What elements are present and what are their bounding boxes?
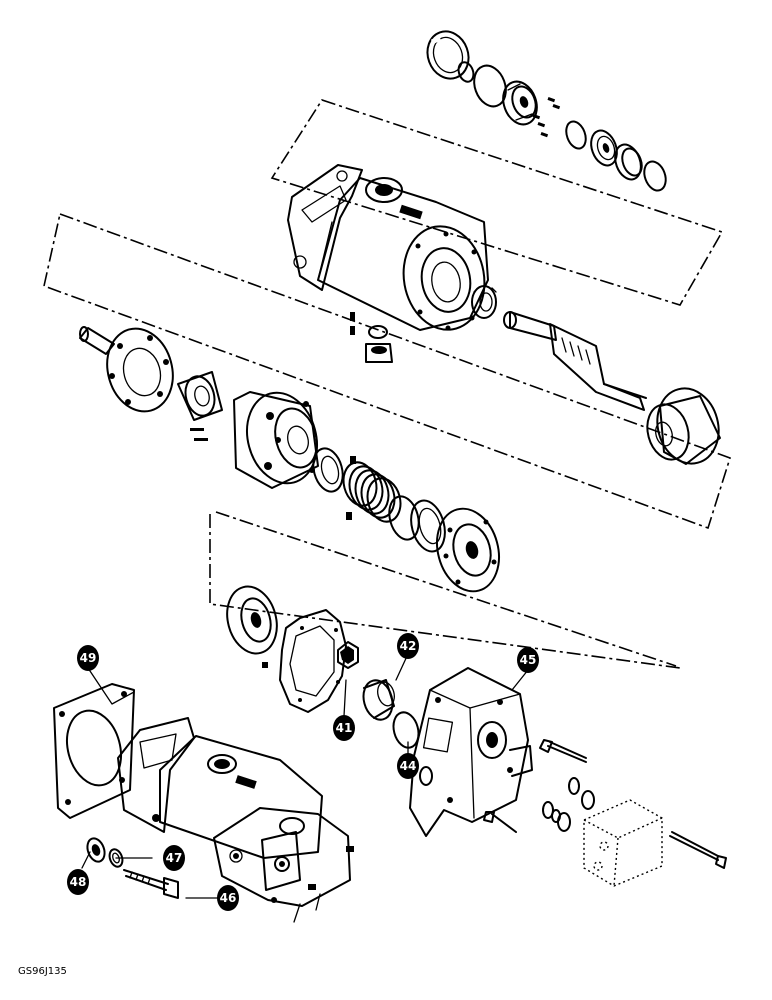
valve-plate-outline [209,511,681,669]
leader-lines [81,653,529,899]
pump-manifold [409,667,533,837]
rotating-group [79,326,500,593]
callout-48: 48 [67,869,89,895]
pump-housing [287,164,497,331]
callout-47-label: 47 [166,851,183,865]
callout-42: 42 [397,633,419,659]
housing-assembly-outline [270,99,724,306]
rotating-group-outline [43,213,731,530]
callout-45: 45 [517,647,539,673]
drive-shaft [503,311,647,411]
callout-47: 47 [163,845,185,871]
manifold-bolt [539,739,587,763]
assembled-pump [117,717,354,923]
callout-42-label: 42 [400,639,417,653]
figure-id: GS96J135 [18,966,67,977]
valve-block-phantom [583,799,663,887]
bearing-cup [646,387,721,465]
callout-45-label: 45 [520,653,537,667]
callout-44-label: 44 [400,759,417,773]
callout-46-label: 46 [220,891,237,905]
washer-47 [108,848,124,868]
callout-48-label: 48 [70,875,87,889]
callout-46: 46 [217,885,239,911]
callout-41-label: 41 [336,721,353,735]
long-bolts [483,811,727,869]
callout-44: 44 [397,753,419,779]
plug-fitting [350,312,393,363]
gasket-49 [53,683,135,819]
valve-plate-group [226,585,420,749]
bolt-46 [123,869,179,899]
washer-48 [86,837,106,863]
top-seal-stack [426,30,667,192]
callout-49: 49 [77,645,99,671]
callout-41: 41 [333,715,355,741]
fitting-washers [542,777,595,832]
callout-49-label: 49 [80,651,97,665]
